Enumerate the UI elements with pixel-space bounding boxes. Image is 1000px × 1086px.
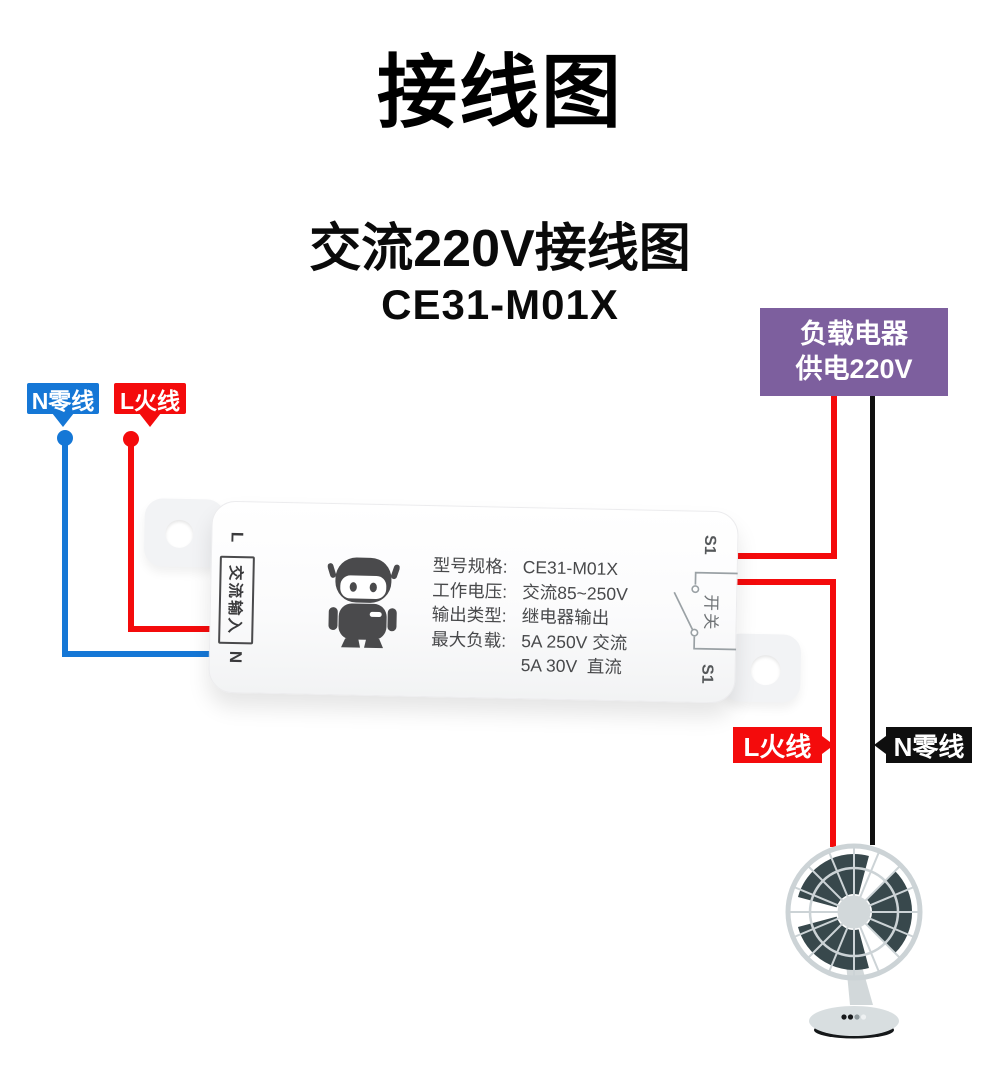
live-tag-tail xyxy=(822,736,834,754)
neutral-wire-to-device xyxy=(62,651,210,657)
live-bubble-tail xyxy=(139,413,161,427)
spec-row-maxload-dc: 5A 30V 直流 xyxy=(520,655,623,678)
live-wire-s1-top-stub xyxy=(736,553,837,559)
neutral-tag-tail xyxy=(874,736,886,754)
live-wire-to-device xyxy=(128,626,210,632)
device-spec-list: 型号规格:CE31-M01X 工作电压:交流85~250V 输出类型:继电器输出… xyxy=(430,553,629,680)
live-wire-label-top: L火线 xyxy=(114,383,186,414)
smart-switch-module: L 交流输入 N xyxy=(143,498,802,704)
relay-switch-icon xyxy=(673,571,738,651)
diagram-subtitle: 交流220V接线图 xyxy=(309,220,691,278)
live-wire-loadbox-to-s1 xyxy=(831,396,837,558)
model-number: CE31-M01X xyxy=(381,281,619,328)
live-wire-to-fan xyxy=(830,579,836,847)
live-label-text: L火线 xyxy=(119,387,181,414)
load-box-line2: 供电220V xyxy=(795,354,913,384)
neutral-wire-loadbox-to-fan xyxy=(870,396,875,845)
robot-logo-icon xyxy=(327,557,400,649)
neutral-bubble-tail xyxy=(52,413,74,427)
ac-input-box: 交流输入 xyxy=(218,555,255,645)
neutral-label-text: N零线 xyxy=(31,387,95,414)
mounting-hole-left xyxy=(165,519,194,549)
live-wire-vertical xyxy=(128,439,134,629)
ac-input-label: 交流输入 xyxy=(225,564,244,636)
load-appliance-box: 负载电器 供电220V xyxy=(760,308,948,396)
live-wire-label-bottom: L火线 xyxy=(733,727,822,763)
mounting-hole-right xyxy=(750,654,781,686)
live-bottom-text: L火线 xyxy=(743,731,812,762)
device-body: L 交流输入 N xyxy=(208,500,739,704)
live-wire-s1-bottom-stub xyxy=(736,579,836,585)
load-box-line1: 负载电器 xyxy=(800,319,908,349)
neutral-wire-vertical xyxy=(62,438,68,654)
neutral-wire-label-top: N零线 xyxy=(27,383,99,414)
neutral-bottom-text: N零线 xyxy=(893,731,965,762)
desk-fan-icon xyxy=(785,843,923,1039)
page-title: 接线图 xyxy=(377,48,623,137)
neutral-wire-label-bottom: N零线 xyxy=(886,727,972,763)
